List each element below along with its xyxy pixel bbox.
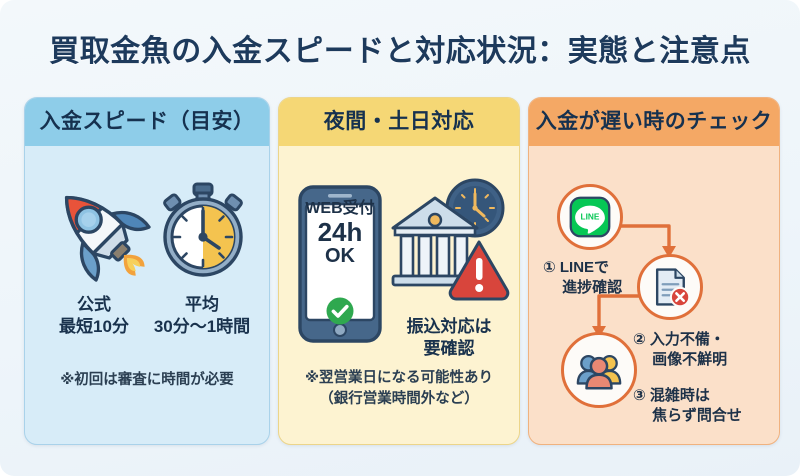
document-error-icon bbox=[637, 254, 703, 320]
smartphone-icon bbox=[297, 184, 383, 344]
night-weekend-note: ※翌営業日になる可能性あり （銀行営業時間外など） bbox=[304, 370, 494, 408]
phone-line-3: OK bbox=[325, 244, 355, 267]
phone-line-2: 24h bbox=[317, 216, 363, 247]
panel-slow-payment-check: 入金が遅い時のチェック LINE ① LINEで 進捗確認 bbox=[528, 97, 780, 445]
panel-speed-body: 公式 最短10分 平均 30分〜1時間 ※初回は審査に時間が必要 bbox=[25, 146, 269, 444]
page-title: 買取金魚の入金スピードと対応状況：実態と注意点 bbox=[49, 35, 751, 68]
warning-triangle-icon bbox=[448, 240, 510, 301]
stopwatch-icon bbox=[153, 180, 253, 280]
check-circle-icon bbox=[325, 296, 355, 326]
phone-line-1: WEB受付 bbox=[305, 200, 375, 217]
svg-text:LINE: LINE bbox=[581, 212, 600, 222]
panel-night-weekend-body: WEB受付 24h OK bbox=[279, 146, 519, 444]
panel-speed: 入金スピード（目安） bbox=[24, 97, 270, 445]
line-logo-icon: LINE bbox=[557, 184, 623, 250]
rocket-icon bbox=[47, 178, 151, 282]
bank-group bbox=[387, 176, 510, 308]
panel-night-weekend: 夜間・土日対応 WEB受付 24h OK bbox=[278, 97, 520, 445]
step-3-label: ③ 混雑時は 焦らず問合せ bbox=[633, 387, 742, 424]
panel-speed-header: 入金スピード（目安） bbox=[25, 98, 269, 146]
step-1-label: ① LINEで 進捗確認 bbox=[543, 259, 623, 296]
speed-item-0-label: 公式 最短10分 bbox=[59, 295, 129, 336]
panel-slow-payment-check-header: 入金が遅い時のチェック bbox=[529, 98, 779, 146]
step-2-label: ② 入力不備・ 画像不鮮明 bbox=[633, 331, 728, 368]
bank-label: 振込対応は 要確認 bbox=[406, 317, 492, 358]
panel-slow-payment-check-body: LINE ① LINEで 進捗確認 ② 入力不備・ bbox=[529, 146, 779, 444]
people-group-icon bbox=[561, 332, 637, 408]
panel-night-weekend-header: 夜間・土日対応 bbox=[279, 98, 519, 146]
phone-screen-text: WEB受付 24h OK bbox=[305, 200, 375, 286]
speed-item-1-label: 平均 30分〜1時間 bbox=[153, 295, 251, 336]
speed-note: ※初回は審査に時間が必要 bbox=[60, 372, 234, 388]
